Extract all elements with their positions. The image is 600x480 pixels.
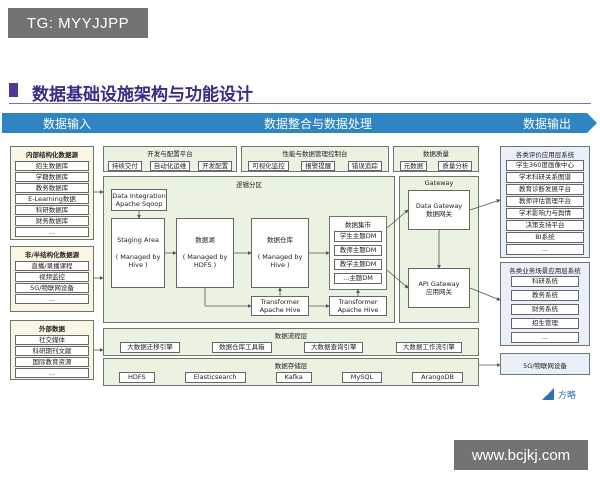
source-item: 招生数据库 — [15, 161, 89, 171]
structured-source-title: 内部结构化数据源 — [26, 151, 78, 159]
storage-item: ArangoDB — [412, 372, 463, 383]
source-item: 直播/录播课程 — [15, 261, 89, 271]
data-storage-title: 数据存储层 — [274, 362, 308, 370]
platform-item: 可视化监控 — [248, 161, 289, 171]
flow-engine-item: 数据仓库工具箱 — [212, 342, 272, 353]
mart-item: 教学主题DM — [334, 259, 382, 270]
data-flow-layer: 数据流程层 大数据迁移引擎 数据仓库工具箱 大数据查询引擎 大数据工作流引擎 — [103, 328, 479, 356]
band-input: 数据输入 — [2, 113, 132, 133]
business-system-item: 科研系统 — [511, 276, 579, 287]
data-warehouse-box: 数据仓库 ( Managed by Hive ) — [251, 218, 309, 288]
external-source-panel: 外部数据 社交媒体科研期刊文献国际教育资源... — [10, 320, 94, 380]
storage-item: MySQL — [341, 372, 383, 383]
external-source-title: 外部数据 — [39, 325, 65, 333]
title-divider — [9, 103, 591, 104]
eval-system-item: 教育诊断发展平台 — [506, 184, 584, 195]
storage-item: Elasticsearch — [184, 372, 246, 383]
arrow-datagateway-eval — [469, 199, 501, 211]
watermark-bottom: www.bcjkj.com — [454, 440, 588, 470]
eval-system-item: 学术科研关系图谱 — [506, 172, 584, 183]
eval-system-title: 各类评价应用层系统 — [515, 151, 575, 159]
business-system-panel: 各类业务场景应用层系统 科研系统教务系统财务系统招生管理... — [500, 262, 590, 346]
source-item: 5G/物联网设备 — [15, 283, 89, 293]
platform-item: 报警提醒 — [301, 161, 336, 171]
source-item: ... — [15, 227, 89, 237]
eval-system-item: 学生360度画像中心 — [506, 160, 584, 171]
mart-item: 学生主题DM — [334, 231, 382, 242]
data-storage-layer: 数据存储层 HDFS Elasticsearch Kafka MySQL ArangoD… — [103, 358, 479, 386]
watermark-top: TG: MYYJJPP — [8, 8, 148, 38]
source-item: ... — [15, 368, 89, 378]
transformer-box-2: Transformer Apache Hive — [329, 296, 387, 316]
perf-console-title: 性能与数据管理控制台 — [282, 150, 348, 158]
source-item: 社交媒体 — [15, 335, 89, 345]
platform-item: 质量分析 — [438, 161, 473, 171]
business-system-item: ... — [511, 332, 579, 343]
sqoop-box: Data Integration Apache Sqoop — [111, 189, 167, 211]
arrow-mart-apigateway — [386, 269, 409, 289]
storage-item: HDFS — [119, 372, 155, 383]
data-quality-title: 数据质量 — [423, 150, 449, 158]
business-system-item: 招生管理 — [511, 318, 579, 329]
logic-partition-title: 逻辑分区 — [236, 181, 262, 189]
business-system-item: 财务系统 — [511, 304, 579, 315]
fanglue-logo: 2 方略 — [540, 386, 576, 402]
flow-engine-item: 大数据工作流引擎 — [395, 342, 462, 353]
eval-system-panel: 各类评价应用层系统 学生360度画像中心学术科研关系图谱教育诊断发展平台教师评估… — [500, 146, 590, 258]
source-item: E-Learning数据 — [15, 194, 89, 204]
source-item: 财务数据库 — [15, 216, 89, 226]
data-gateway-box: Data Gateway 数据网关 — [408, 190, 470, 230]
source-item: 国际教育资源 — [15, 357, 89, 367]
band-output: 数据输出 — [497, 113, 597, 133]
eval-system-item: BI系统 — [506, 232, 584, 243]
iot-output-label: 5G/物联网设备 — [523, 362, 567, 370]
transformer-box-1: Transformer Apache Hive — [251, 296, 309, 316]
source-item: 科研期刊文献 — [15, 346, 89, 356]
source-item: 学籍数据库 — [15, 172, 89, 182]
platform-item: 错误追踪 — [347, 161, 382, 171]
platform-item: 开发配置 — [198, 161, 233, 171]
semi-source-title: 非/半结构化数据源 — [24, 251, 80, 259]
platform-item: 持续交付 — [107, 161, 142, 171]
arrow-apigateway-business — [469, 287, 501, 301]
source-item: 教务数据库 — [15, 183, 89, 193]
storage-item: Kafka — [275, 372, 312, 383]
mart-item: ...主题DM — [334, 273, 382, 284]
eval-system-item: 决策支持平台 — [506, 220, 584, 231]
eval-system-item: 学术影响力与舆情 — [506, 208, 584, 219]
title-marker — [9, 83, 18, 97]
dev-config-title: 开发与配置平台 — [147, 150, 193, 158]
business-system-title: 各类业务场景应用层系统 — [509, 267, 581, 275]
dev-config-platform: 开发与配置平台 持续交付自动化运维开发配置 — [103, 146, 237, 172]
arrow-mart-datagateway — [386, 209, 409, 229]
source-item: ... — [15, 294, 89, 304]
perf-console: 性能与数据管理控制台 可视化监控 报警提醒 错误追踪 — [241, 146, 389, 172]
platform-item: 自动化运维 — [149, 161, 191, 171]
gateway-title: Gateway — [424, 179, 454, 187]
eval-system-item: ... — [506, 244, 584, 255]
data-flow-title: 数据流程层 — [274, 332, 308, 340]
source-item: 科研数据库 — [15, 205, 89, 215]
logo-icon: 2 — [542, 388, 554, 400]
svg-text:2: 2 — [544, 388, 549, 397]
data-quality-panel: 数据质量 元数据质量分析 — [393, 146, 479, 172]
mart-item: 教师主题DM — [334, 245, 382, 256]
data-lake-box: 数据湖 ( Managed by HDFS ) — [176, 218, 234, 288]
business-system-item: 教务系统 — [511, 290, 579, 301]
data-mart-title: 数据集市 — [345, 221, 371, 229]
eval-system-item: 教师评估管理平台 — [506, 196, 584, 207]
flow-engine-item: 大数据迁移引擎 — [120, 342, 180, 353]
page-title: 数据基础设施架构与功能设计 — [32, 85, 253, 105]
flow-engine-item: 大数据查询引擎 — [303, 342, 364, 353]
source-item: 视频监控 — [15, 272, 89, 282]
band-middle: 数据整合与数据处理 — [118, 113, 518, 133]
platform-item: 元数据 — [399, 161, 428, 171]
